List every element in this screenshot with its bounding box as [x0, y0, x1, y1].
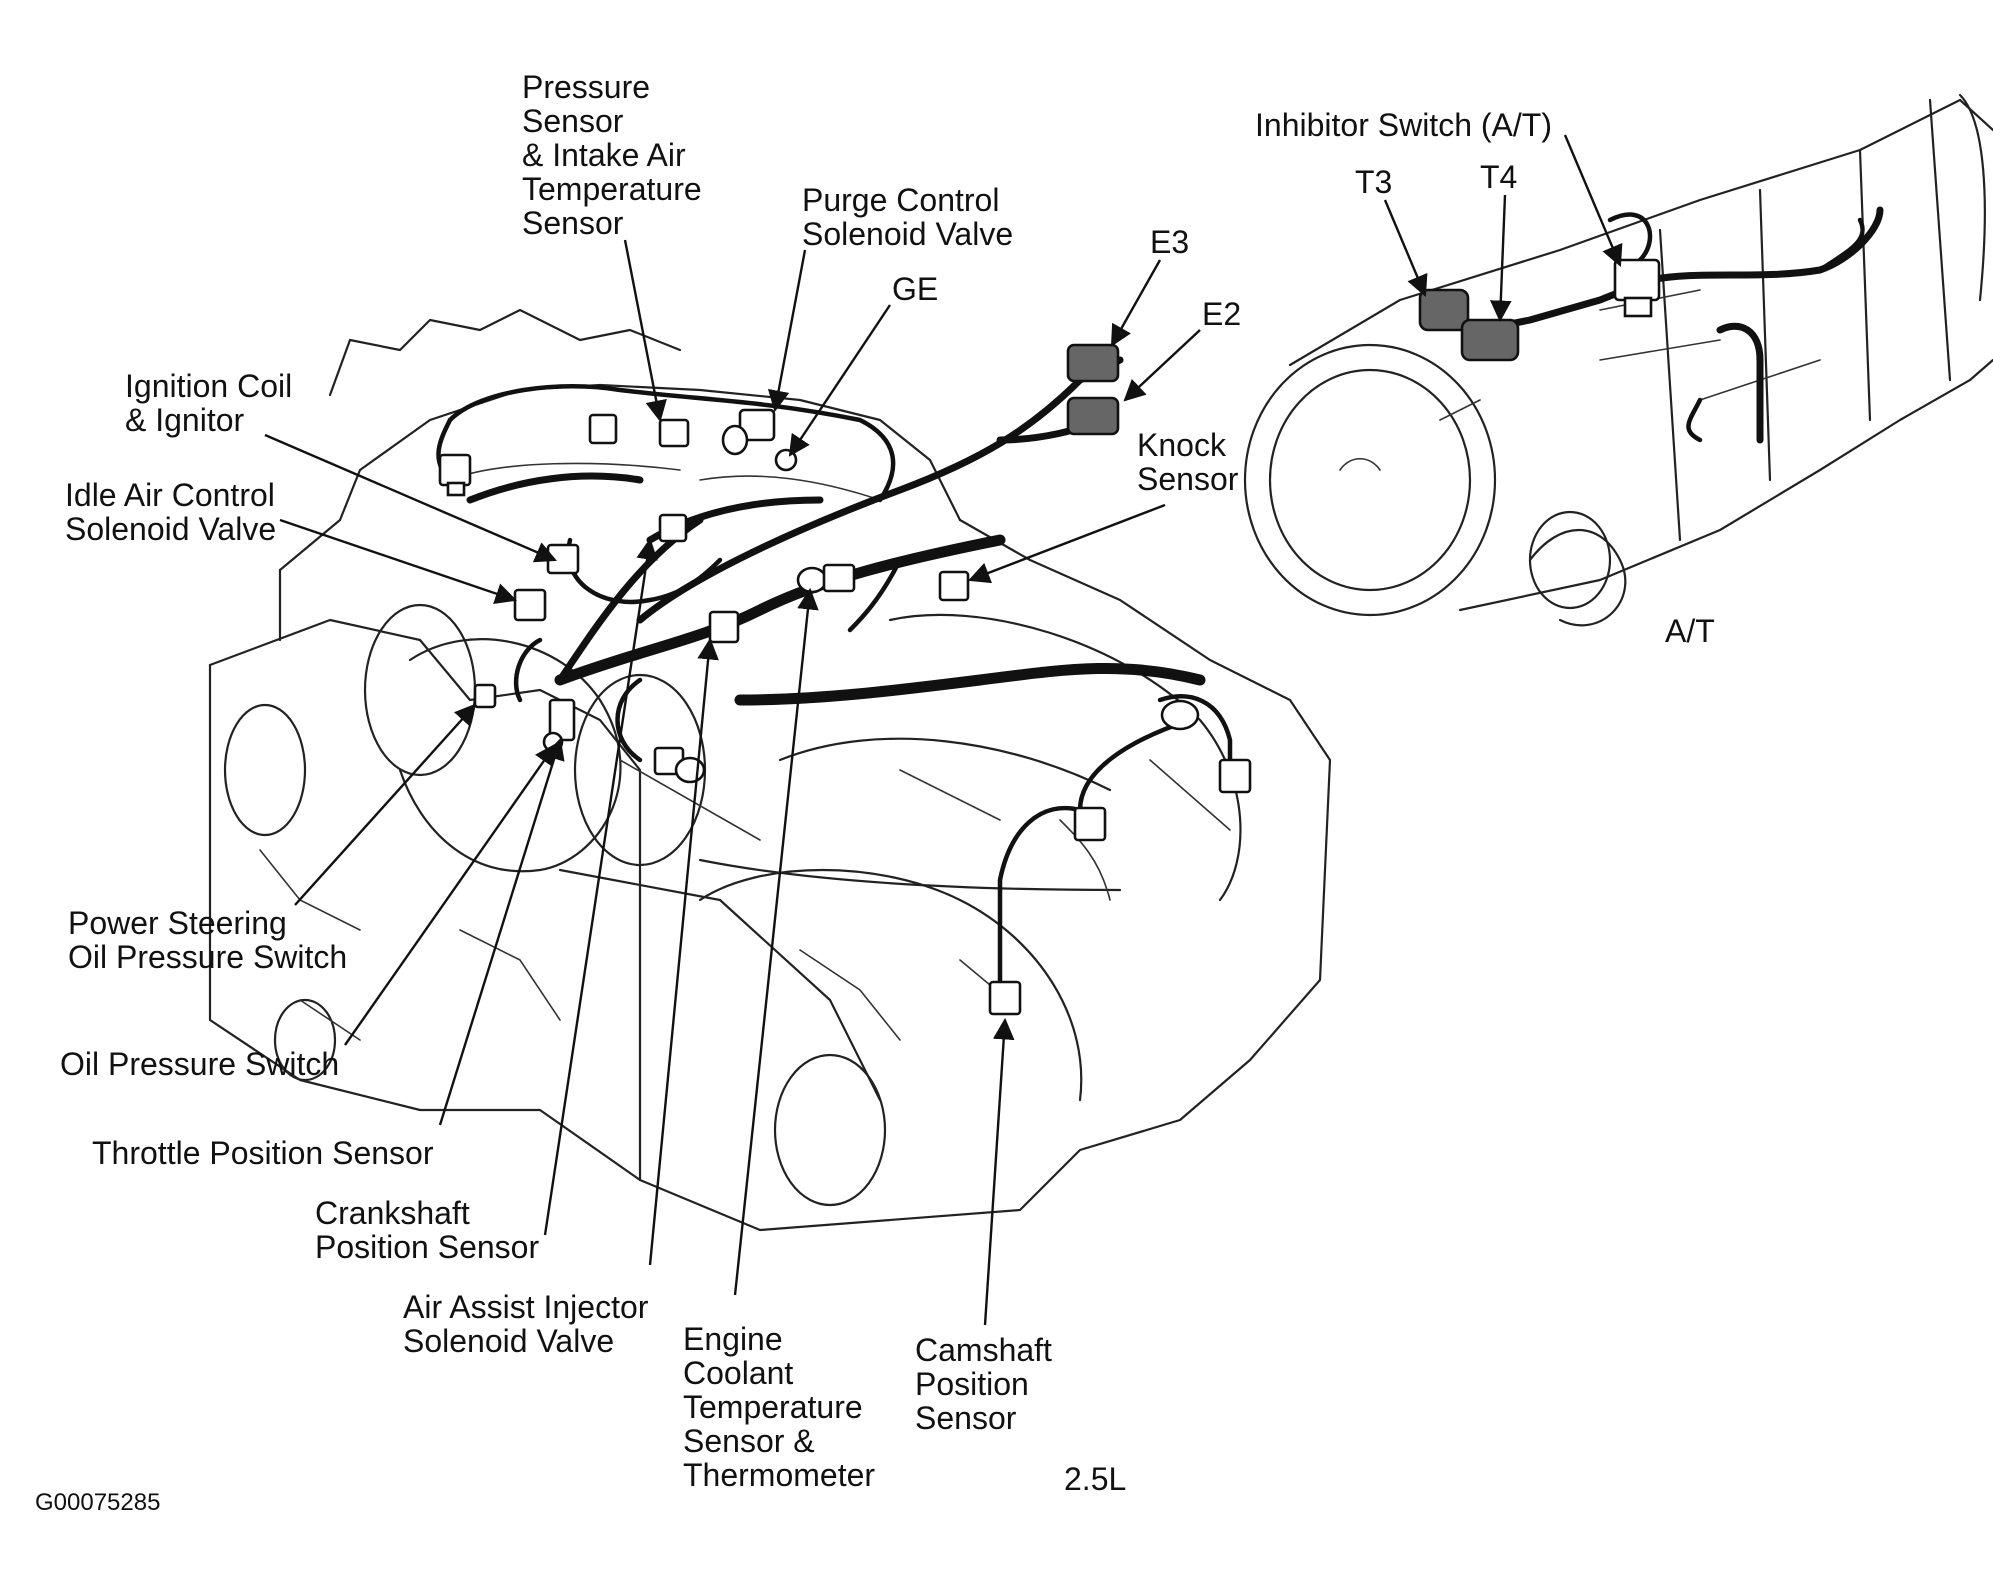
leader-e3: [1110, 259, 1162, 347]
transmission-caption: A/T: [1665, 613, 1715, 649]
label-knock-sensor: Knock Sensor: [1137, 427, 1239, 497]
leader-e2: [1123, 329, 1201, 402]
label-air-assist: Air Assist Injector Solenoid Valve: [403, 1289, 649, 1359]
label-ge: GE: [892, 271, 939, 307]
leader-power-steering: [294, 703, 477, 906]
leader-knock-sensor: [967, 503, 1166, 584]
label-e3: E3: [1150, 224, 1190, 260]
label-e2: E2: [1202, 296, 1242, 332]
leader-ignition-coil: [264, 433, 557, 563]
leader-idle-air-control: [279, 518, 518, 604]
label-purge-control: Purge Control Solenoid Valve: [802, 182, 1014, 252]
leader-air-assist: [648, 637, 719, 1266]
label-camshaft: Camshaft Position Sensor: [915, 1332, 1052, 1436]
leader-throttle-position: [438, 737, 565, 1126]
leader-coolant-temp: [733, 587, 819, 1296]
leader-crankshaft: [543, 537, 658, 1236]
leader-oil-pressure: [344, 743, 557, 1046]
leader-inhibitor-switch: [1563, 134, 1623, 267]
leader-camshaft: [983, 1017, 1015, 1326]
label-power-steering: Power Steering Oil Pressure Switch: [68, 905, 348, 975]
leader-purge-control: [767, 249, 807, 413]
figure-id: G00075285: [35, 1489, 161, 1516]
engine-harness: [436, 356, 1233, 1003]
engine-block: [208, 308, 1332, 1232]
label-crankshaft: Crankshaft Position Sensor: [315, 1195, 540, 1265]
label-t3: T3: [1355, 164, 1393, 200]
leader-t4: [1489, 194, 1512, 323]
engine-caption: 2.5L: [1064, 1461, 1127, 1497]
label-idle-air-control: Idle Air Control Solenoid Valve: [65, 477, 277, 547]
leader-ge: [788, 304, 891, 457]
label-oil-pressure: Oil Pressure Switch: [60, 1046, 340, 1082]
label-t4: T4: [1480, 159, 1518, 195]
label-ignition-coil: Ignition Coil & Ignitor: [125, 368, 293, 438]
leader-pressure-sensor: [623, 239, 667, 423]
label-pressure-sensor: Pressure Sensor & Intake Air Temperature…: [522, 69, 702, 241]
transmission-illustration: [1243, 93, 1993, 627]
label-coolant-temp: Engine Coolant Temperature Sensor & Ther…: [683, 1321, 876, 1493]
label-throttle-position: Throttle Position Sensor: [92, 1135, 434, 1171]
leader-t3: [1383, 199, 1428, 297]
label-inhibitor-switch: Inhibitor Switch (A/T): [1255, 107, 1552, 143]
leader-lines: [264, 134, 1623, 1326]
